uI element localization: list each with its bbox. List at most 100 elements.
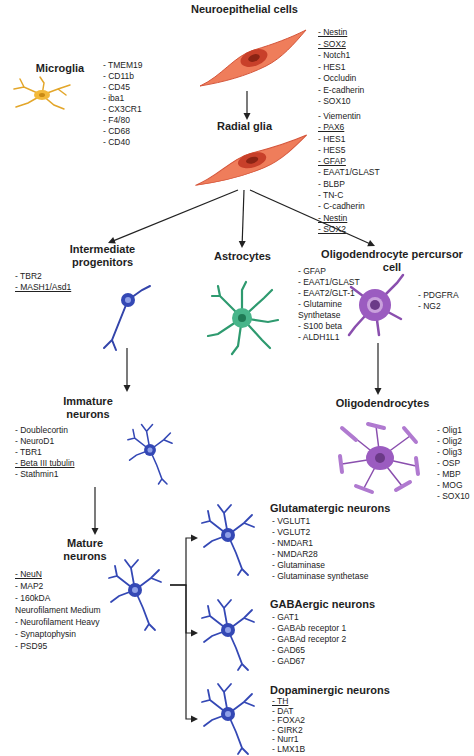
lineage-arrow (92, 487, 99, 535)
marker-item: - SOX10 (437, 491, 474, 502)
marker-list: - Doublecortin- NeuroD1- TBR1- Beta III … (15, 425, 100, 480)
marker-item: - 160kDA Neurofilament Medium (15, 592, 105, 616)
marker-item: - Occludin (318, 73, 398, 85)
marker-item: - TH (272, 697, 372, 707)
marker-item: - NMDAR28 (272, 549, 372, 560)
cell-type-heading: Oligodendrocytes (330, 397, 435, 410)
cell-type-node: Immature neurons- Doublecortin- NeuroD1-… (55, 392, 185, 487)
cell-type-heading: Dopaminergic neurons (270, 684, 470, 697)
arrow-head (191, 716, 198, 723)
astrocyte-processes (208, 282, 278, 354)
arrow-line (170, 585, 193, 719)
marker-item: - Nestin (318, 27, 398, 39)
marker-item: - EAAT1/GLAST (318, 167, 398, 178)
arrow-head (367, 240, 375, 246)
marker-item: - VGLUT1 (272, 516, 372, 527)
marker-item: - CD11b (103, 71, 163, 82)
cell-type-heading: Microglia (25, 62, 95, 75)
marker-item: - Nurr1 (272, 735, 372, 745)
lineage-arrow (170, 585, 198, 637)
arrow-head (124, 385, 131, 392)
cell-type-heading: GABAergic neurons (270, 598, 470, 611)
marker-item: - GAD67 (272, 656, 372, 667)
marker-item: - MOG (437, 480, 474, 491)
arrow-line (94, 487, 95, 530)
progenitor-process (104, 286, 150, 350)
lineage-arrow (108, 190, 238, 244)
radial-glia-cell (195, 135, 306, 185)
mature-neuron (109, 560, 161, 630)
marker-list: - Olig1- Olig2- Olig3- OSP- MBP- MOG- SO… (437, 425, 474, 502)
marker-item: - TBR2 (15, 271, 85, 282)
oligodendrocyte-soma (366, 446, 394, 470)
marker-item: - iba1 (103, 93, 163, 104)
lineage-arrow (170, 585, 198, 723)
cell-type-node: Microglia- TMEM19- CD11b- CD45- iba1- CX… (20, 60, 100, 115)
marker-item: - VGLUT2 (272, 527, 372, 538)
marker-item: - Synaptophysin (15, 628, 105, 640)
marker-item: - PAX6 (318, 122, 398, 133)
arrow-head (92, 528, 99, 535)
marker-list: - Nestin- SOX2- Notch1- HES1- Occludin- … (318, 27, 398, 108)
marker-item: - GABAb receptor 1 (272, 623, 372, 634)
oligodendrocyte-nucleus (375, 453, 385, 463)
marker-item: - TBR1 (15, 447, 100, 458)
cell-type-node: Mature neurons- NeuN- MAP2- 160kDA Neuro… (55, 535, 170, 625)
astrocyte-cell (208, 282, 278, 354)
arrow-head (239, 241, 246, 248)
marker-item: - CD45 (103, 82, 163, 93)
marker-item: - MBP (437, 469, 474, 480)
cell-type-node: GABAergic neurons- GAT1- GABAb receptor … (198, 598, 368, 668)
cell-type-heading: Neuroepithelial cells (182, 3, 307, 16)
marker-item: - S100 beta (298, 321, 373, 332)
cell-type-node: Glutamatergic neurons- VGLUT1- VGLUT2- N… (198, 502, 368, 574)
marker-item: - GAT1 (272, 612, 372, 623)
cell-type-node: Dopaminergic neurons- TH- DAT- FOXA2- GI… (198, 684, 368, 754)
marker-item: - PDGFRA (418, 290, 473, 301)
lineage-arrow (250, 190, 375, 246)
dopaminergic-neuron (202, 684, 254, 754)
marker-list: - VGLUT1- VGLUT2- NMDAR1- NMDAR28- Gluta… (272, 516, 372, 582)
arrow-line (250, 190, 370, 244)
cell-type-node: Intermediate progenitors- TBR2- MASH1/As… (55, 243, 150, 348)
microglia-cell (14, 77, 70, 109)
marker-item: - TN-C (318, 190, 398, 201)
marker-item: - ALDH1L1 (298, 332, 373, 343)
astrocyte-soma (232, 308, 252, 328)
marker-item: - Olig2 (437, 436, 474, 447)
marker-item: - C-cadherin (318, 201, 398, 212)
marker-list: - TBR2- MASH1/Asd1 (15, 271, 85, 293)
marker-list: - TMEM19- CD11b- CD45- iba1- CX3CR1- F4/… (103, 60, 163, 148)
marker-item: - Neurofilament Heavy (15, 616, 105, 628)
cell-type-heading: Glutamatergic neurons (270, 502, 470, 515)
progenitor-nucleus (125, 297, 131, 303)
arrow-head (244, 113, 251, 120)
lineage-arrow (375, 343, 382, 395)
marker-item: - Doublecortin (15, 425, 100, 436)
arrow-line (246, 91, 247, 115)
marker-item: - EAAT2/GLT-1 (298, 288, 373, 299)
marker-item: - NeuroD1 (15, 436, 100, 447)
neuroepithelial-cell (200, 30, 306, 86)
marker-item: - NMDAR1 (272, 538, 372, 549)
marker-list: - GFAP- EAAT1/GLAST- EAAT2/GLT-1- Glutam… (298, 266, 373, 343)
marker-item: - NeuN (15, 568, 105, 580)
marker-item: - HES1 (318, 62, 398, 74)
marker-item: - BLBP (318, 179, 398, 190)
marker-item: - TMEM19 (103, 60, 163, 71)
marker-item: - SOX2 (318, 39, 398, 51)
marker-item: - OSP (437, 458, 474, 469)
arrow-head (191, 535, 198, 542)
marker-item: - Notch1 (318, 50, 398, 62)
immature-neuron (128, 425, 172, 485)
marker-item: - DAT (272, 707, 372, 717)
marker-list: - PDGFRA- NG2 (418, 290, 473, 312)
marker-item: - Olig3 (437, 447, 474, 458)
cell-type-node: Radial glia- Viementin- PAX6- HES1- HES5… (180, 120, 310, 190)
arrow-line (170, 585, 193, 633)
arrow-line (242, 190, 244, 243)
marker-item: - GFAP (318, 156, 398, 167)
marker-item: - GIRK2 (272, 726, 372, 736)
marker-item: - NG2 (418, 301, 473, 312)
